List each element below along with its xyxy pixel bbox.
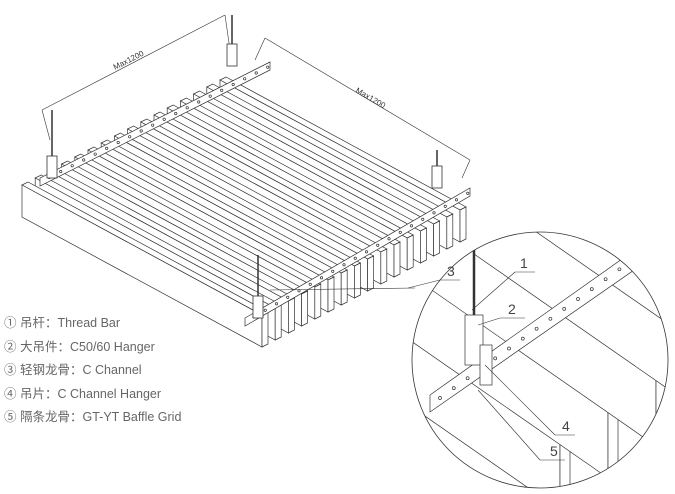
thread-bar-hangers [46, 15, 443, 319]
legend: ① 吊杆：Thread Bar ② 大吊件：C50/60 Hanger ③ 轻钢… [4, 313, 181, 431]
legend-item: ⑤ 隔条龙骨：GT-YT Baffle Grid [4, 410, 182, 424]
legend-item: ③ 轻钢龙骨：C Channel [4, 363, 142, 377]
channel-hole [387, 237, 391, 241]
channel-hole [562, 307, 567, 311]
channel-hole [151, 123, 155, 127]
baffle-end [420, 227, 427, 264]
channel-hole [116, 141, 120, 145]
detail-channel-hanger [479, 344, 493, 386]
baffle-end [288, 297, 295, 334]
baffle-end [367, 255, 374, 292]
channel-hole [398, 230, 402, 234]
legend-item: ② 大吊件：C50/60 Hanger [4, 339, 155, 354]
baffle-end [301, 290, 308, 327]
channel-hole [308, 282, 312, 286]
baffle-end [459, 206, 467, 243]
channel-hole [507, 346, 511, 351]
channel-hole [353, 256, 357, 260]
hanger [431, 165, 443, 189]
hanger [226, 43, 238, 67]
channel-hole [243, 77, 247, 81]
channel-hole [493, 356, 498, 361]
callout-4: 4 [562, 418, 570, 434]
channel-hole [466, 191, 470, 195]
callout-3: 3 [447, 263, 455, 279]
channel-hole [409, 224, 414, 228]
channel-hole [220, 88, 224, 92]
channel-hole [185, 106, 189, 110]
c-channels [39, 61, 471, 327]
channel-hole [266, 65, 270, 69]
baffle-end [433, 220, 440, 257]
channel-hole [451, 386, 456, 390]
channel-hole [438, 396, 442, 400]
channel-hole [174, 112, 178, 116]
channel-hole [576, 297, 580, 301]
channel-hole [376, 243, 380, 247]
callout-2: 2 [508, 301, 516, 317]
hanger [46, 155, 58, 179]
dimension-label-right: Max1200 [354, 86, 387, 111]
hanger [252, 295, 264, 319]
channel-hole [465, 376, 470, 381]
baffle-grid [21, 76, 467, 348]
channel-hole [105, 146, 109, 150]
baffle-end [380, 248, 388, 285]
channel-hole [128, 135, 132, 139]
baffle-end [314, 283, 322, 320]
channel-hole [254, 71, 258, 75]
channel-hole [231, 83, 235, 87]
baffle-end [446, 213, 454, 250]
channel-hole [70, 164, 74, 168]
channel-hole [319, 276, 324, 280]
channel-hole [263, 308, 267, 312]
baffle-end [354, 262, 361, 299]
channel-hole [617, 267, 622, 272]
channel-hole [534, 326, 539, 331]
callout-1: 1 [520, 255, 528, 271]
channel-hole [93, 152, 97, 156]
channel-hole [297, 289, 301, 293]
detail-leader [269, 287, 416, 291]
baffle-end [274, 304, 282, 341]
channel-hole [331, 269, 335, 273]
c-channel [39, 61, 271, 187]
channel-hole [421, 217, 425, 221]
callout-5: 5 [550, 443, 558, 459]
channel-hole [645, 247, 649, 252]
channel-hole [82, 158, 86, 162]
c-channel [244, 187, 471, 327]
baffle-end [327, 276, 335, 313]
channel-hole [658, 237, 663, 242]
dimension-label-left: Max1200 [112, 49, 146, 72]
channel-hole [208, 94, 212, 98]
channel-hole [274, 302, 279, 306]
channel-hole [162, 117, 166, 121]
legend-item: ① 吊杆：Thread Bar [4, 316, 121, 330]
callout-leaders [407, 271, 575, 461]
detail-hanger [464, 314, 484, 366]
channel-hole [432, 211, 436, 215]
channel-hole [364, 250, 369, 254]
detail-circle [412, 232, 668, 488]
channel-hole [286, 295, 290, 299]
baffle-end [340, 269, 348, 306]
channel-hole [454, 198, 459, 202]
channel-hole [342, 263, 346, 267]
channel-hole [603, 277, 608, 282]
legend-item: ④ 吊片：C Channel Hanger [4, 386, 162, 401]
channel-hole [631, 257, 636, 262]
dimension-right [254, 37, 471, 179]
channel-hole [520, 336, 525, 341]
channel-hole [197, 100, 201, 104]
channel-hole [548, 316, 553, 321]
baffle-end [393, 241, 401, 278]
baffle-end [406, 234, 414, 271]
channel-hole [59, 170, 63, 174]
channel-hole [443, 204, 447, 208]
channel-hole [139, 129, 143, 133]
channel-hole [589, 287, 594, 291]
